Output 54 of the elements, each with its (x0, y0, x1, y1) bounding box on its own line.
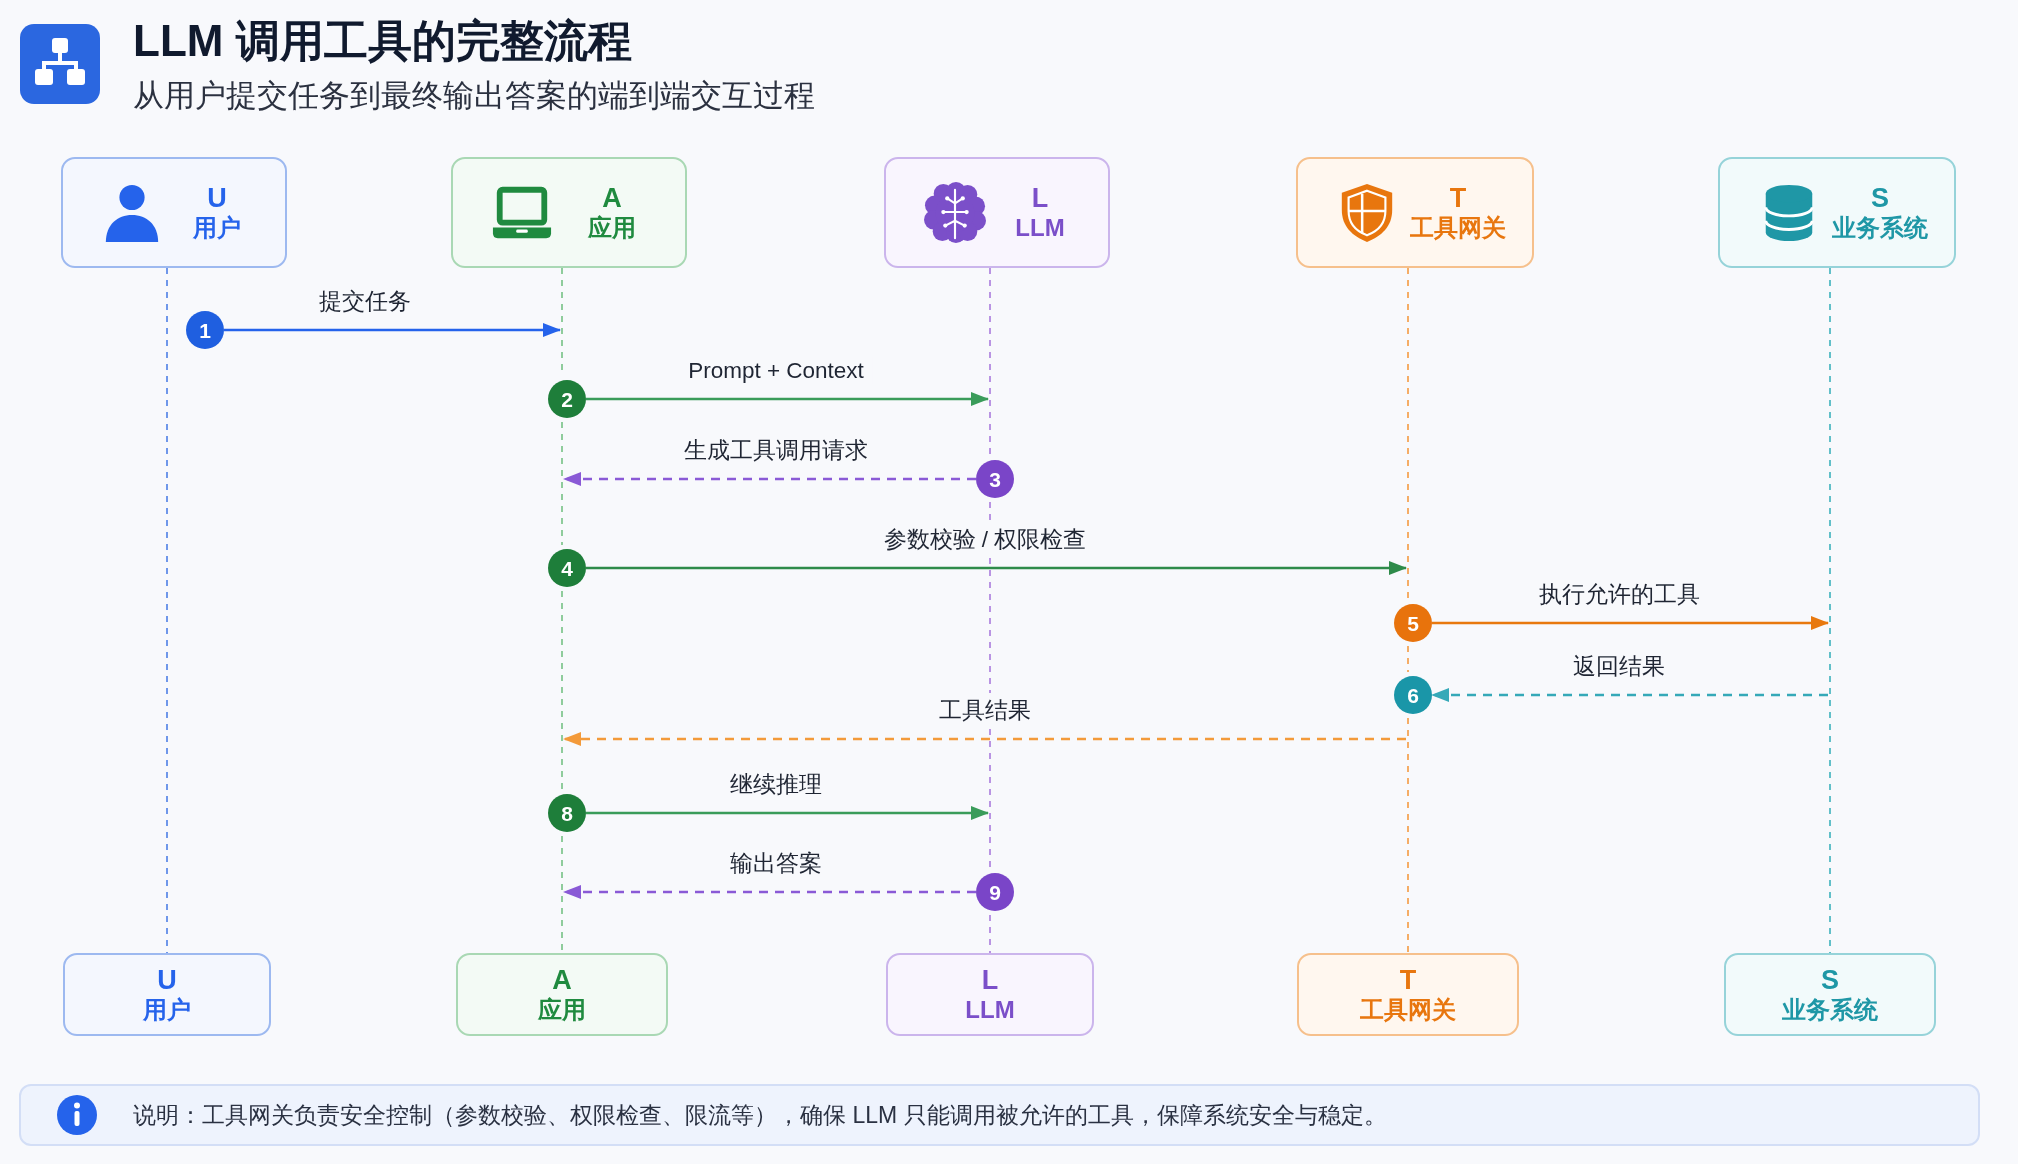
participant-card (1724, 953, 1936, 1036)
participant-name: 应用 (538, 996, 586, 1026)
participant-name: 应用 (588, 214, 636, 244)
participant-code: T (1399, 963, 1417, 997)
message-arrow (224, 323, 561, 337)
participant-card (884, 157, 1110, 268)
diagram-subtitle: 从用户提交任务到最终输出答案的端到端交互过程 (133, 77, 815, 115)
participant-code: A (602, 181, 622, 215)
message-arrow (563, 885, 976, 899)
message-arrow (563, 732, 1406, 746)
participant-code: U (207, 181, 227, 215)
participant-code: A (552, 963, 572, 997)
message-arrow (1432, 616, 1829, 630)
participant-name: 工具网关 (1360, 996, 1456, 1026)
participant-name: LLM (1015, 214, 1065, 244)
message-arrow (586, 392, 989, 406)
message-arrow (1431, 688, 1828, 702)
participant-code: U (157, 963, 177, 997)
participant-card (451, 157, 687, 268)
step-number: 6 (1394, 676, 1432, 714)
message-arrow (586, 806, 989, 820)
participant-name: 业务系统 (1832, 214, 1928, 244)
step-number: 5 (1394, 604, 1432, 642)
participant-card (61, 157, 287, 268)
step-number: 2 (548, 380, 586, 418)
participant-name: 工具网关 (1410, 214, 1506, 244)
participant-code: L (981, 963, 999, 997)
lifeline (1406, 268, 1410, 953)
participant-card (456, 953, 668, 1036)
step-number: 8 (548, 794, 586, 832)
participant-name: 用户 (193, 214, 241, 244)
participant-code: S (1821, 963, 1839, 997)
participant-card (1718, 157, 1956, 268)
participant-name: LLM (965, 996, 1015, 1026)
participant-card (63, 953, 271, 1036)
note-text: 说明：工具网关负责安全控制（参数校验、权限检查、限流等），确保 LLM 只能调用被允许的工具，保障系统安全与稳定。 (133, 1100, 1387, 1130)
message-arrow (586, 561, 1407, 575)
participant-card (1296, 157, 1534, 268)
step-number: 4 (548, 549, 586, 587)
participant-code: T (1449, 181, 1467, 215)
step-number: 3 (976, 460, 1014, 498)
note-panel (19, 1084, 1980, 1146)
message-arrow (563, 472, 976, 486)
step-number: 9 (976, 873, 1014, 911)
participant-name: 业务系统 (1782, 996, 1878, 1026)
participant-code: S (1871, 181, 1889, 215)
lifeline (165, 268, 169, 953)
participant-card (886, 953, 1094, 1036)
participant-code: L (1031, 181, 1049, 215)
diagram-title: LLM 调用工具的完整流程 (133, 15, 632, 67)
participant-card (1297, 953, 1519, 1036)
participant-name: 用户 (143, 996, 191, 1026)
step-number: 1 (186, 311, 224, 349)
lifeline (1828, 268, 1832, 953)
